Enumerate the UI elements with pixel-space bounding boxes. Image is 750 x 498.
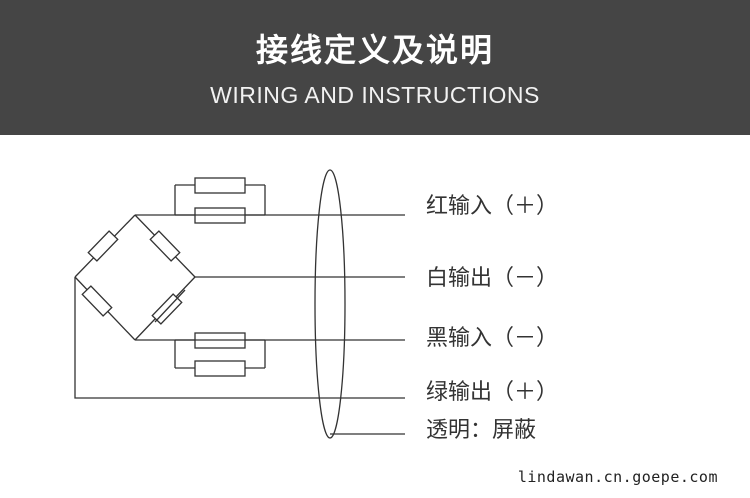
wiring-diagram — [74, 169, 405, 439]
page-title: 接线定义及说明 — [255, 31, 494, 69]
adjust-arrow — [154, 289, 186, 323]
top-resistor-network — [174, 177, 266, 224]
resistor — [194, 177, 246, 194]
label-green-output: 绿输出（＋） — [426, 380, 559, 405]
label-black-input: 黑输入（－） — [426, 326, 559, 351]
wheatstone-bridge — [74, 214, 196, 341]
label-shield: 透明：屏蔽 — [426, 418, 537, 443]
page-subtitle: WIRING AND INSTRUCTIONS — [210, 82, 540, 108]
cable-shield — [314, 169, 346, 439]
strain-gauge — [81, 285, 113, 317]
label-white-output: 白输出（－） — [426, 266, 559, 291]
wire-green — [74, 277, 405, 399]
strain-gauge — [87, 230, 119, 262]
resistor — [194, 360, 246, 377]
strain-gauge — [149, 230, 181, 262]
watermark: lindawan.cn.goepe.com — [517, 468, 718, 486]
label-red-input: 红输入（＋） — [426, 194, 559, 219]
header-banner: 接线定义及说明 WIRING AND INSTRUCTIONS — [0, 0, 750, 135]
